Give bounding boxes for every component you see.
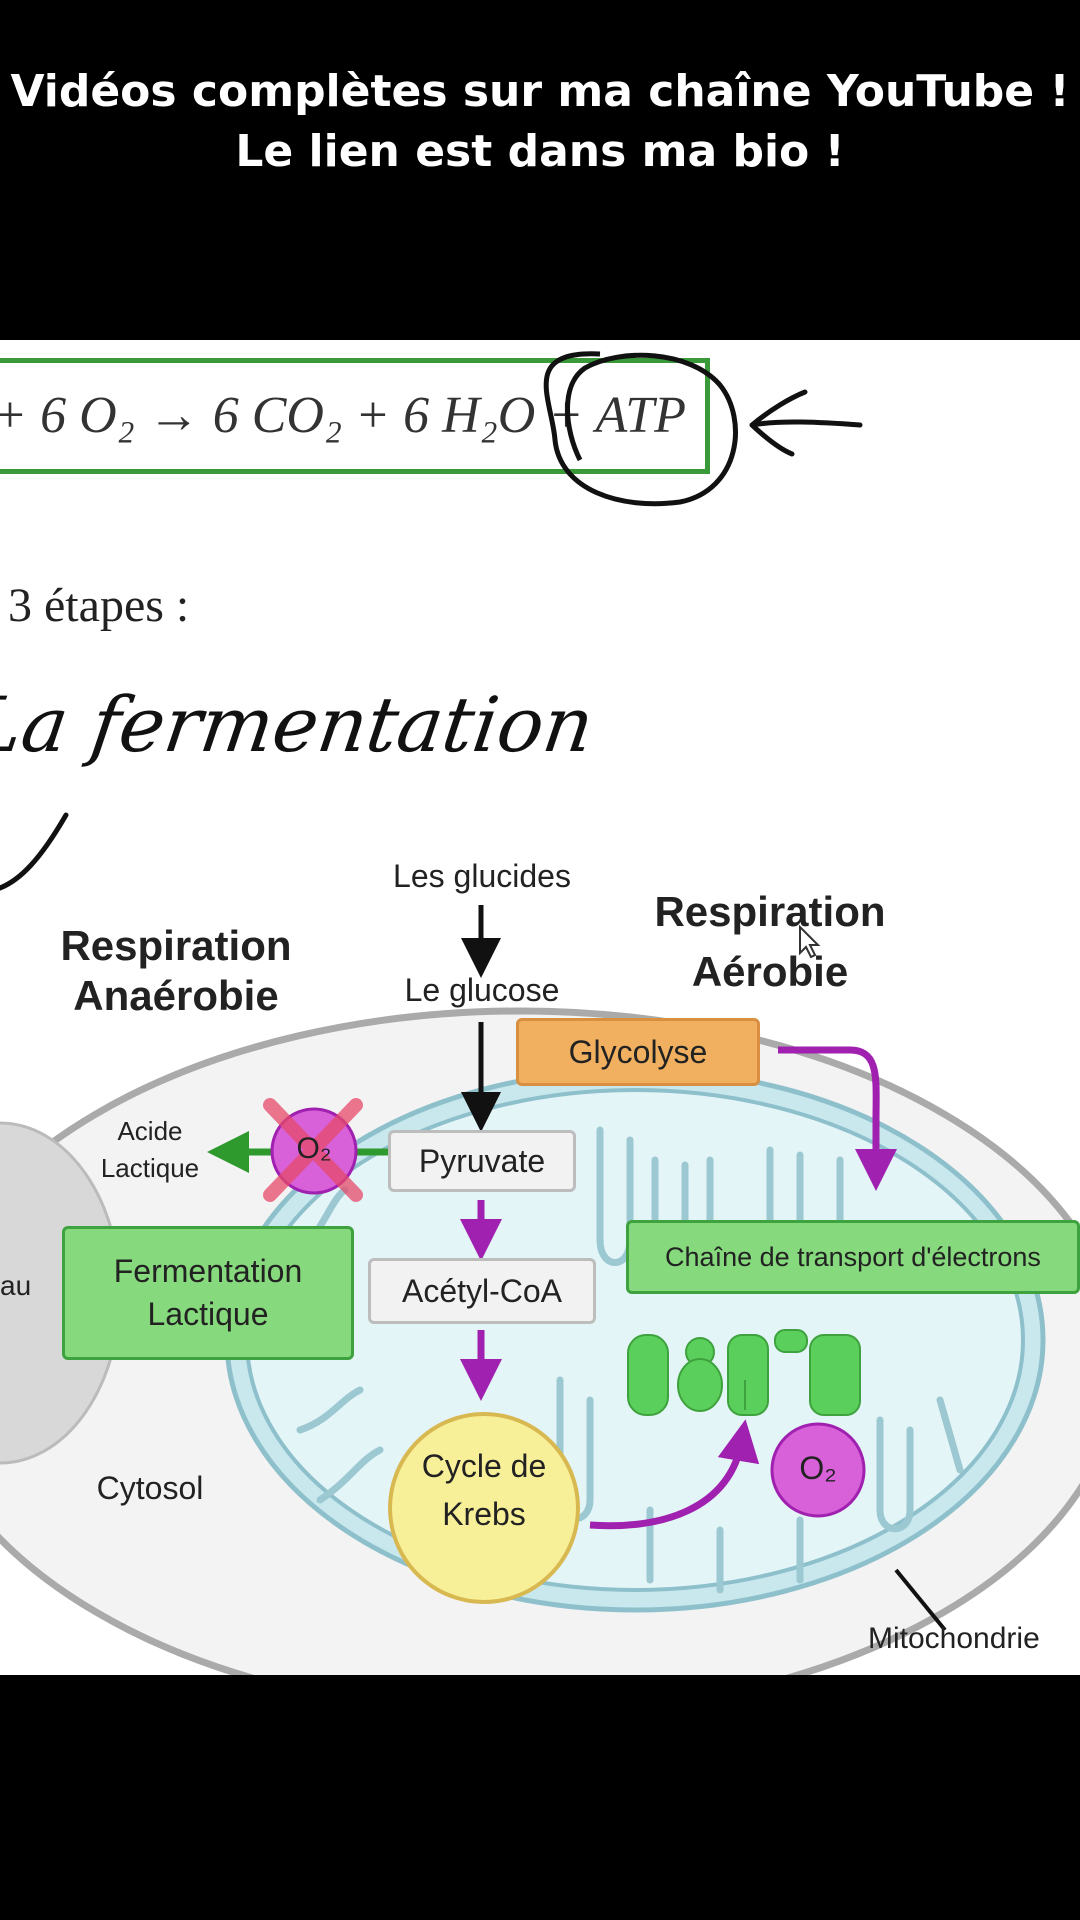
krebs-line-2: Krebs bbox=[442, 1496, 526, 1532]
annotation-overlay bbox=[0, 351, 863, 891]
label-glucose: Le glucose bbox=[404, 972, 560, 1008]
krebs-line-1: Cycle de bbox=[421, 1448, 547, 1484]
label-o2-crossed: O₂ bbox=[296, 1132, 332, 1165]
label-acide-1: Acide bbox=[117, 1116, 183, 1146]
fermentation-line-1: Fermentation bbox=[113, 1253, 303, 1289]
atp-circle-annotation bbox=[543, 351, 738, 507]
acetyl-box: Acétyl-CoA bbox=[368, 1258, 596, 1324]
cell-diagram bbox=[0, 905, 1080, 1675]
label-noyau-partial: au bbox=[0, 1270, 32, 1301]
fermentation-line-2: Lactique bbox=[147, 1296, 269, 1332]
title-anaerobic-1: Respiration bbox=[60, 922, 292, 969]
check-mark-annotation bbox=[0, 812, 69, 891]
steps-text: 3 étapes : bbox=[8, 579, 190, 632]
fermentation-box: Fermentation Lactique bbox=[62, 1226, 354, 1360]
atp-synthase-complex bbox=[627, 1329, 861, 1416]
arrow-krebs-atp-synthase bbox=[589, 1419, 760, 1530]
caption-line-2: Le lien est dans ma bio ! bbox=[235, 126, 845, 177]
label-glucides: Les glucides bbox=[393, 858, 571, 894]
mouse-cursor-icon bbox=[799, 925, 821, 959]
equation-box bbox=[0, 358, 710, 474]
red-cross-icon bbox=[263, 1098, 363, 1202]
slide-panel: + 6 O₂ → 6 CO₂ + 6 H₂O + ATP 3 étapes : … bbox=[0, 340, 1080, 1675]
arrow-glycolyse-etc bbox=[778, 1046, 897, 1191]
title-anaerobic-2: Anaérobie bbox=[73, 972, 279, 1019]
etc-box: Chaîne de transport d'électrons bbox=[626, 1220, 1080, 1294]
o2-circle bbox=[770, 1422, 866, 1518]
label-mitochondrie: Mitochondrie bbox=[868, 1622, 1040, 1655]
title-aerobic-2: Aérobie bbox=[691, 948, 849, 995]
pyruvate-box: Pyruvate bbox=[388, 1130, 576, 1192]
label-cytosol: Cytosol bbox=[96, 1470, 204, 1506]
label-o2: O₂ bbox=[799, 1450, 837, 1486]
glycolyse-box: Glycolyse bbox=[516, 1018, 760, 1086]
arrow-annotation bbox=[749, 389, 863, 457]
krebs-circle bbox=[388, 1412, 580, 1604]
label-acide-2: Lactique bbox=[100, 1153, 200, 1183]
mitochondrie-pointer bbox=[894, 1568, 947, 1632]
title-aerobic-1: Respiration bbox=[654, 888, 886, 935]
caption-line-1: Vidéos complètes sur ma chaîne YouTube ! bbox=[10, 66, 1070, 117]
